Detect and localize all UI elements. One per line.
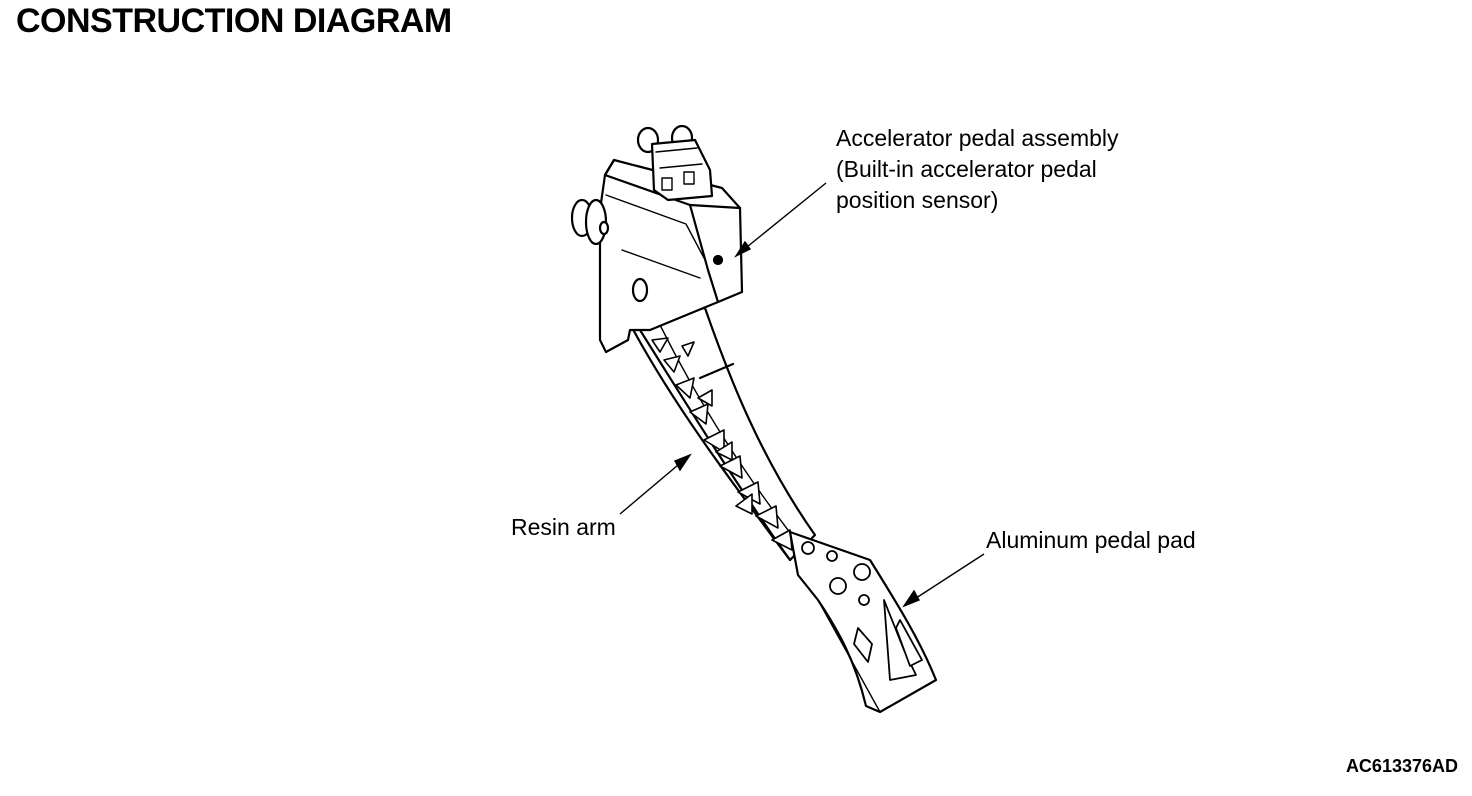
callout-pedal-assembly-line-1: Accelerator pedal assembly [836,125,1119,151]
leader-line-pedal-assembly [734,182,827,258]
aluminum-pedal-pad [788,530,938,714]
figure-code: AC613376AD [1345,756,1458,776]
page-title: CONSTRUCTION DIAGRAM [16,2,452,40]
callout-pedal-pad: Aluminum pedal pad [986,527,1196,553]
callout-pedal-assembly: Accelerator pedal assembly (Built-in acc… [836,123,1119,216]
callout-pedal-assembly-line-2: (Built-in accelerator pedal [836,156,1097,182]
pedal-sensor-housing [570,124,744,354]
leader-line-resin-arm [619,453,692,515]
resin-arm [626,306,817,562]
sensor-connector [650,138,714,202]
leader-line-pedal-pad [902,553,985,608]
callout-pedal-assembly-line-3: position sensor) [836,187,999,213]
callout-resin-arm: Resin arm [511,514,616,540]
